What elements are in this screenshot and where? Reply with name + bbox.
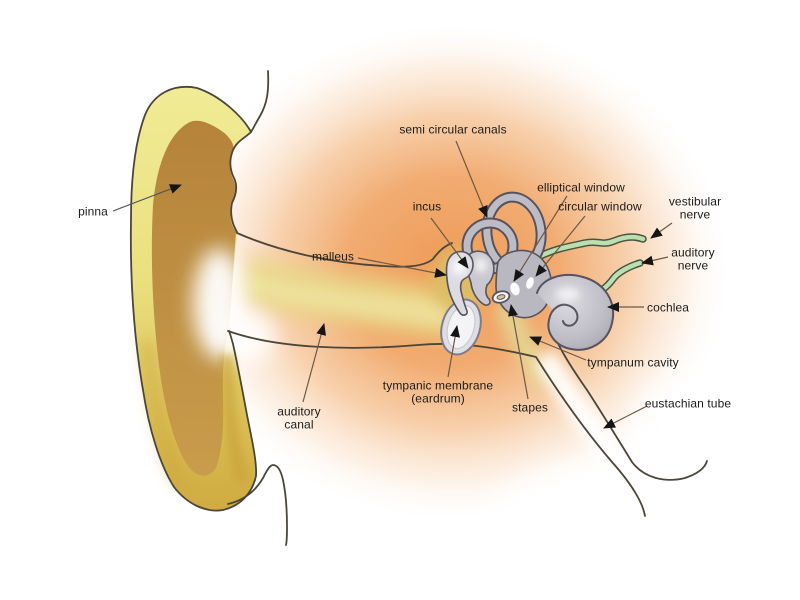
- canal-bottom-outline: [227, 330, 646, 517]
- auditory-canal-band-core: [239, 272, 452, 326]
- cochlea-highlight: [556, 288, 580, 300]
- soft-shading: [235, 248, 770, 565]
- label-auditory-canal: auditory canal: [277, 404, 321, 432]
- leader-auditory-canal: [302, 323, 326, 403]
- leader-tympanum-cavity: [529, 336, 587, 361]
- label-auditory-nerve: auditory nerve: [671, 245, 715, 273]
- lobe-shading-inner: [220, 354, 250, 484]
- incus-highlight: [475, 258, 487, 272]
- head-outline: [250, 70, 270, 133]
- malleus-highlight: [452, 259, 466, 275]
- leader-circular-window: [535, 215, 586, 277]
- label-cochlea: cochlea: [646, 300, 690, 315]
- label-malleus: malleus: [311, 249, 355, 264]
- circular-window-spot: [526, 277, 534, 289]
- pinna-outline: [129, 86, 258, 512]
- label-stapes: stapes: [512, 400, 548, 415]
- outlines: [129, 70, 708, 546]
- label-pinna: pinna: [78, 204, 108, 219]
- leader-semi-circular-canals: [455, 140, 488, 218]
- white-fade-bottom: [500, 465, 680, 565]
- pinna-ridge-outline: [229, 131, 252, 233]
- label-semi-circular-canals: semi circular canals: [399, 122, 507, 137]
- pinna-gold-shading: [141, 339, 250, 488]
- eustachian-tube-interior: [533, 349, 630, 471]
- label-eustachian-tube: eustachian tube: [644, 396, 732, 411]
- label-circular-window: circular window: [558, 199, 642, 214]
- concha-highlight-side: [219, 312, 275, 364]
- eustachian-tube-outline: [548, 321, 708, 481]
- eardrum-inner: [446, 305, 476, 349]
- label-elliptical-window: elliptical window: [537, 180, 625, 195]
- concha-highlight: [193, 248, 275, 364]
- leader-stapes: [508, 304, 529, 400]
- leader-eustachian-tube: [603, 405, 648, 429]
- leader-lines: [112, 140, 673, 429]
- stapes-hole: [496, 294, 506, 300]
- leader-malleus: [357, 257, 447, 278]
- label-tympanum-cavity: tympanum cavity: [587, 355, 679, 370]
- leader-incus: [430, 217, 469, 269]
- lobe-shading-outer: [141, 339, 186, 488]
- leader-elliptical-window: [513, 195, 568, 282]
- leader-auditory-nerve: [641, 255, 669, 266]
- cochlea-spiral: [536, 274, 615, 351]
- elliptical-window-spot: [510, 282, 520, 296]
- label-vestibular-nerve: vestibular nerve: [668, 194, 722, 222]
- stapes-shape: [491, 290, 511, 304]
- jaw-outline: [227, 464, 288, 546]
- leader-vestibular-nerve: [650, 222, 673, 239]
- vestibular-nerve: [533, 234, 646, 261]
- leader-pinna: [112, 184, 182, 212]
- canal-top-outline: [236, 232, 453, 268]
- leader-tympanic-membrane: [447, 325, 461, 378]
- eardrum-shape: [440, 298, 482, 356]
- eustachian-hook-interior: [636, 454, 688, 482]
- label-incus: incus: [412, 199, 442, 214]
- label-tympanic-membrane: tympanic membrane (eardrum): [382, 378, 494, 406]
